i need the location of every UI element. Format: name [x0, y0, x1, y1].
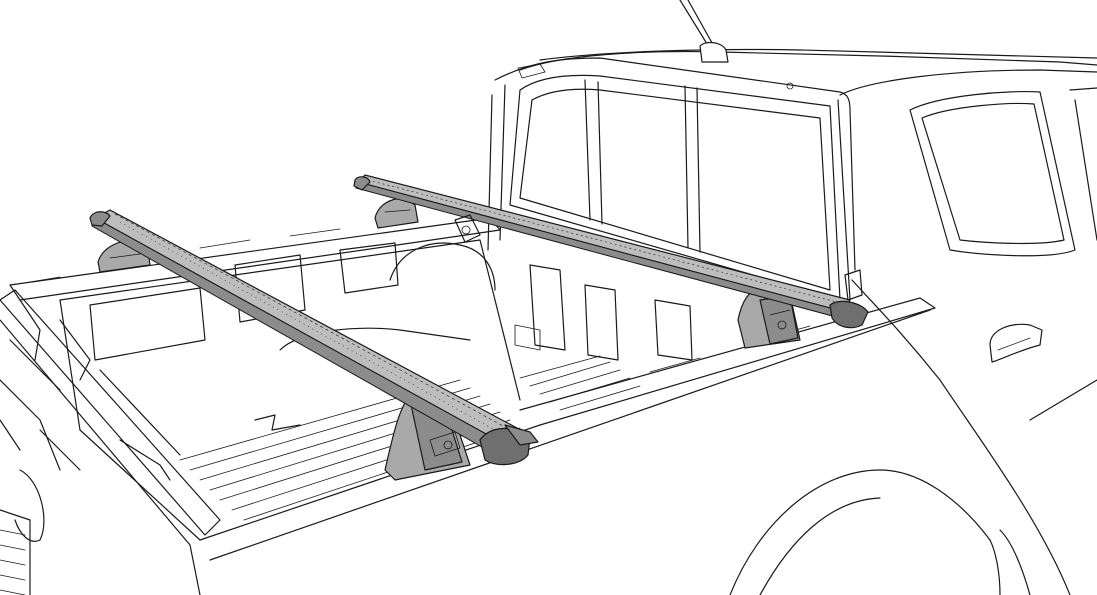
antenna: [679, 0, 729, 63]
bed-rail-hardware: [454, 214, 863, 301]
load-bed: [9, 217, 936, 561]
crossbar-rear: [353, 174, 869, 349]
rear-cab-window: [487, 57, 856, 301]
door-handle: [989, 323, 1043, 363]
crossbar-front: [89, 209, 539, 481]
truck-cab: [519, 0, 1097, 595]
side-window: [909, 87, 1097, 257]
mounting-foot: [374, 197, 419, 229]
tailgate: [0, 289, 221, 595]
